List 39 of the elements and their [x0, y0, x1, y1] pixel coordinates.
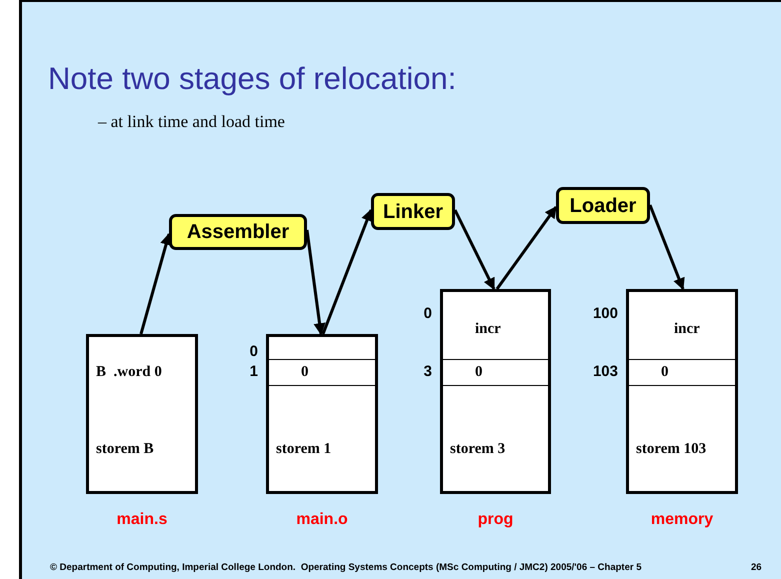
process-label: Loader [570, 196, 636, 216]
memory-box [626, 289, 738, 494]
arrow [496, 206, 558, 290]
memory-content: storem B [96, 440, 154, 458]
file-name: prog [476, 510, 514, 530]
address-label: 3 [422, 363, 432, 381]
memory-content: storem 103 [636, 440, 706, 458]
arrow [454, 209, 496, 290]
file-name: memory [650, 510, 714, 530]
memory-content: 0 [301, 363, 308, 381]
arrow [648, 204, 685, 290]
page-number: 26 [751, 562, 762, 574]
process-box [169, 214, 307, 250]
memory-content: B .word 0 [96, 363, 162, 381]
address-label: 1 [248, 363, 258, 381]
file-name: main.o [295, 510, 349, 530]
subtitle: – at link time and load time [98, 112, 285, 132]
memory-box [440, 289, 551, 494]
memory-content: storem 3 [450, 440, 506, 458]
arrow [306, 230, 326, 336]
memory-content: incr [674, 320, 700, 338]
address-label: 0 [422, 305, 432, 323]
process-box [556, 187, 650, 224]
address-label: 100 [592, 305, 618, 323]
address-label: 0 [248, 343, 258, 361]
memory-content: 0 [661, 363, 668, 381]
file-name: main.s [116, 510, 168, 530]
address-label: 103 [592, 363, 618, 381]
footer-text: © Department of Computing, Imperial College London. Operating Systems Concepts (MSc Computing / JMC2) 2005/'06 – Chapter 5 [50, 562, 642, 574]
memory-box [86, 334, 198, 494]
process-box [371, 193, 455, 230]
memory-content: incr [475, 320, 501, 338]
memory-box [266, 334, 378, 494]
memory-content: 0 [475, 363, 482, 381]
arrow [322, 208, 373, 335]
process-label: Linker [382, 202, 444, 222]
process-label: Assembler [186, 222, 290, 242]
memory-content: storem 1 [276, 440, 332, 458]
slide-title: Note two stages of relocation: [48, 60, 456, 98]
